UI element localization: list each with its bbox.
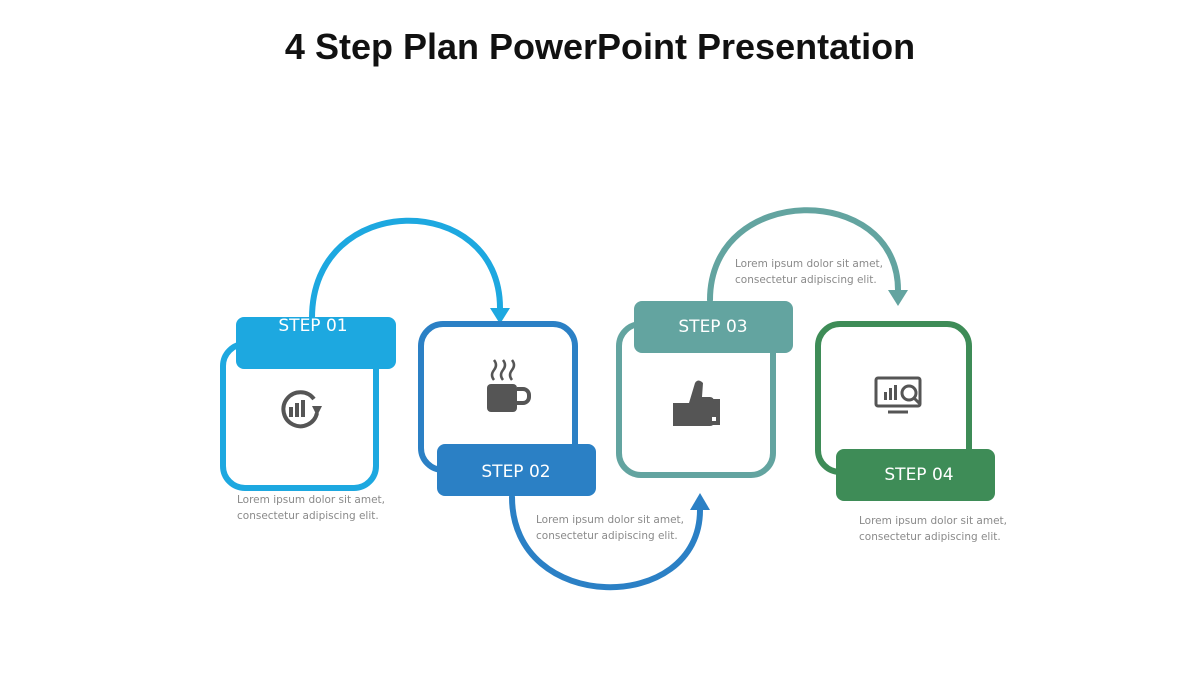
step-3-desc-line2: consectetur adipiscing elit.	[735, 274, 877, 286]
step-1-label: STEP 01	[278, 316, 347, 336]
step-2-desc-line2: consectetur adipiscing elit.	[536, 530, 678, 542]
step-3-desc-line1: Lorem ipsum dolor sit amet,	[735, 258, 883, 270]
monitor-analytics-icon	[874, 376, 922, 414]
step-2-label-box	[437, 444, 596, 496]
connector-arrowhead-2-to-3	[690, 493, 710, 510]
step-1-desc-line1: Lorem ipsum dolor sit amet,	[237, 494, 385, 506]
step-3: STEP 03 Lorem ipsum dolor sit amet, cons…	[616, 258, 883, 478]
step-3-label-box	[634, 301, 793, 353]
step-4-label-box	[836, 449, 995, 501]
step-2: STEP 02	[418, 321, 596, 496]
connector-arc-3-to-4	[707, 207, 901, 303]
connector-arc-1-to-2	[309, 217, 503, 321]
step-1: STEP 01 Lorem ipsum dolor sit amet, cons…	[220, 316, 396, 522]
page-title: 4 Step Plan PowerPoint Presentation	[284, 26, 916, 67]
connector-arrowhead-1-to-2	[490, 308, 510, 324]
connector-arc-2-to-3	[509, 494, 703, 591]
step-2-desc-line1: Lorem ipsum dolor sit amet,	[536, 514, 684, 526]
step-4-label: STEP 04	[884, 465, 953, 485]
step-4-desc-line2: consectetur adipiscing elit.	[859, 531, 1001, 543]
step-4: STEP 04 Lorem ipsum dolor sit amet, cons…	[815, 321, 1007, 543]
step-3-label: STEP 03	[678, 317, 747, 337]
chart-refresh-icon	[281, 390, 322, 429]
thumbs-up-icon	[673, 380, 720, 426]
step-1-desc-line2: consectetur adipiscing elit.	[237, 510, 379, 522]
step-2-label: STEP 02	[481, 462, 550, 482]
connector-arrowhead-3-to-4	[888, 290, 908, 306]
step-4-desc-line1: Lorem ipsum dolor sit amet,	[859, 515, 1007, 527]
coffee-mug-icon	[487, 359, 531, 412]
step-1-label-box	[236, 317, 396, 369]
